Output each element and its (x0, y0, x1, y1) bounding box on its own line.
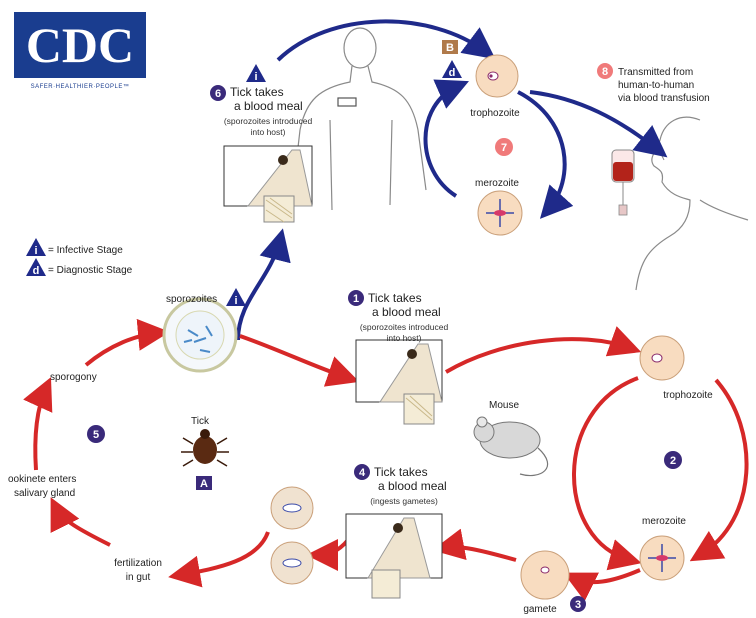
step-4-caption: Tick takes a blood meal (ingests gametes… (370, 465, 447, 506)
step-6-marker: 6 (210, 85, 226, 101)
cdc-logo: CDC SAFER·HEALTHIER·PEOPLE™ (14, 12, 146, 90)
gut-gamete-cell-lower (270, 541, 314, 585)
cdc-logo-box (14, 12, 146, 78)
svg-text:d: d (449, 67, 456, 79)
gut-gamete-cell-upper (270, 486, 314, 530)
svg-text:via blood transfusion: via blood transfusion (618, 93, 710, 104)
svg-text:(sporozoites introduced: (sporozoites introduced (224, 116, 313, 126)
svg-text:A: A (200, 478, 208, 490)
trophozoite-human-cell (475, 54, 519, 98)
svg-text:B: B (446, 42, 454, 54)
tick-icon (181, 429, 229, 467)
svg-text:Transmitted from: Transmitted from (618, 67, 693, 78)
step-2-marker: 2 (664, 451, 682, 469)
human-host-figure (291, 27, 427, 211)
svg-text:5: 5 (93, 429, 99, 441)
svg-text:human-to-human: human-to-human (618, 80, 694, 91)
svg-text:7: 7 (501, 142, 507, 154)
tick-feeding-inset-human (223, 145, 313, 223)
blood-bag-icon (611, 145, 665, 216)
svg-text:1: 1 (353, 293, 359, 305)
human-infective-badge: i (246, 64, 266, 83)
step-8-marker: 8 (597, 63, 613, 79)
svg-text:into host): into host) (251, 127, 286, 137)
ookinete-label-line1: ookinete enters (8, 474, 76, 485)
merozoite-human-cell (477, 190, 523, 236)
trophozoite-mouse-cell (639, 335, 685, 381)
cdc-logo-letters: CDC (26, 17, 134, 73)
sporozoites-label: sporozoites (166, 294, 217, 305)
trophozoite-mouse-label: trophozoite (663, 390, 713, 401)
svg-text:(sporozoites introduced: (sporozoites introduced (360, 322, 449, 332)
svg-text:into host): into host) (387, 333, 422, 343)
svg-text:d: d (33, 265, 40, 277)
step-6-caption: Tick takes a blood meal (sporozoites int… (224, 85, 313, 137)
svg-text:= Infective Stage: = Infective Stage (48, 245, 123, 256)
merozoite-human-label: merozoite (475, 178, 519, 189)
fertilization-label-line2: in gut (126, 572, 151, 583)
mouse-icon (473, 416, 549, 477)
svg-text:a blood meal: a blood meal (378, 479, 447, 493)
tick-cycle-arrows (23, 318, 749, 602)
step-4-marker: 4 (354, 464, 370, 480)
svg-text:Tick takes: Tick takes (374, 465, 428, 479)
sporogony-label: sporogony (50, 372, 97, 383)
tick-feeding-inset-mouse (355, 339, 443, 425)
step-1-caption: Tick takes a blood meal (sporozoites int… (360, 291, 449, 343)
gamete-label: gamete (523, 604, 557, 615)
merozoite-mouse-label: merozoite (642, 516, 686, 527)
legend-diagnostic: d = Diagnostic Stage (26, 258, 133, 277)
legend: i = Infective Stage d = Diagnostic Stage (26, 238, 133, 277)
svg-text:6: 6 (215, 88, 221, 100)
svg-text:4: 4 (359, 467, 366, 479)
human-b-badge: B (442, 40, 458, 54)
tick-feeding-inset-gametes (345, 513, 443, 599)
svg-text:2: 2 (670, 455, 676, 467)
human-diagnostic-badge: d (442, 60, 462, 79)
svg-text:(ingests gametes): (ingests gametes) (370, 496, 438, 506)
step-1-marker: 1 (348, 290, 364, 306)
transfusion-recipient-figure (635, 116, 749, 291)
svg-text:a blood meal: a blood meal (372, 305, 441, 319)
human-cycle-arrows (236, 19, 668, 341)
svg-text:8: 8 (602, 66, 608, 78)
step-8-caption: Transmitted from human-to-human via bloo… (618, 67, 710, 104)
step-5-marker: 5 (87, 425, 105, 443)
step-7-marker: 7 (495, 138, 513, 156)
tick-a-badge: A (196, 476, 212, 490)
svg-text:i: i (254, 71, 257, 83)
fertilization-label-line1: fertilization (114, 558, 162, 569)
svg-text:i: i (34, 245, 37, 257)
sporozoites-infective-badge: i (226, 288, 246, 307)
tick-label: Tick (191, 416, 210, 427)
svg-text:i: i (234, 295, 237, 307)
merozoite-mouse-cell (639, 535, 685, 581)
gamete-cell (520, 550, 570, 600)
trophozoite-human-label: trophozoite (470, 108, 520, 119)
svg-text:Tick takes: Tick takes (368, 291, 422, 305)
ookinete-label-line2: salivary gland (14, 488, 75, 499)
sporozoites-salivary-gland (162, 297, 238, 373)
svg-text:a blood meal: a blood meal (234, 99, 303, 113)
step-3-marker: 3 (570, 596, 586, 612)
cdc-logo-tagline: SAFER·HEALTHIER·PEOPLE™ (31, 83, 130, 90)
svg-text:Tick takes: Tick takes (230, 85, 284, 99)
svg-text:3: 3 (575, 599, 581, 611)
mouse-label: Mouse (489, 400, 519, 411)
svg-text:= Diagnostic Stage: = Diagnostic Stage (48, 265, 133, 276)
legend-infective: i = Infective Stage (26, 238, 123, 257)
